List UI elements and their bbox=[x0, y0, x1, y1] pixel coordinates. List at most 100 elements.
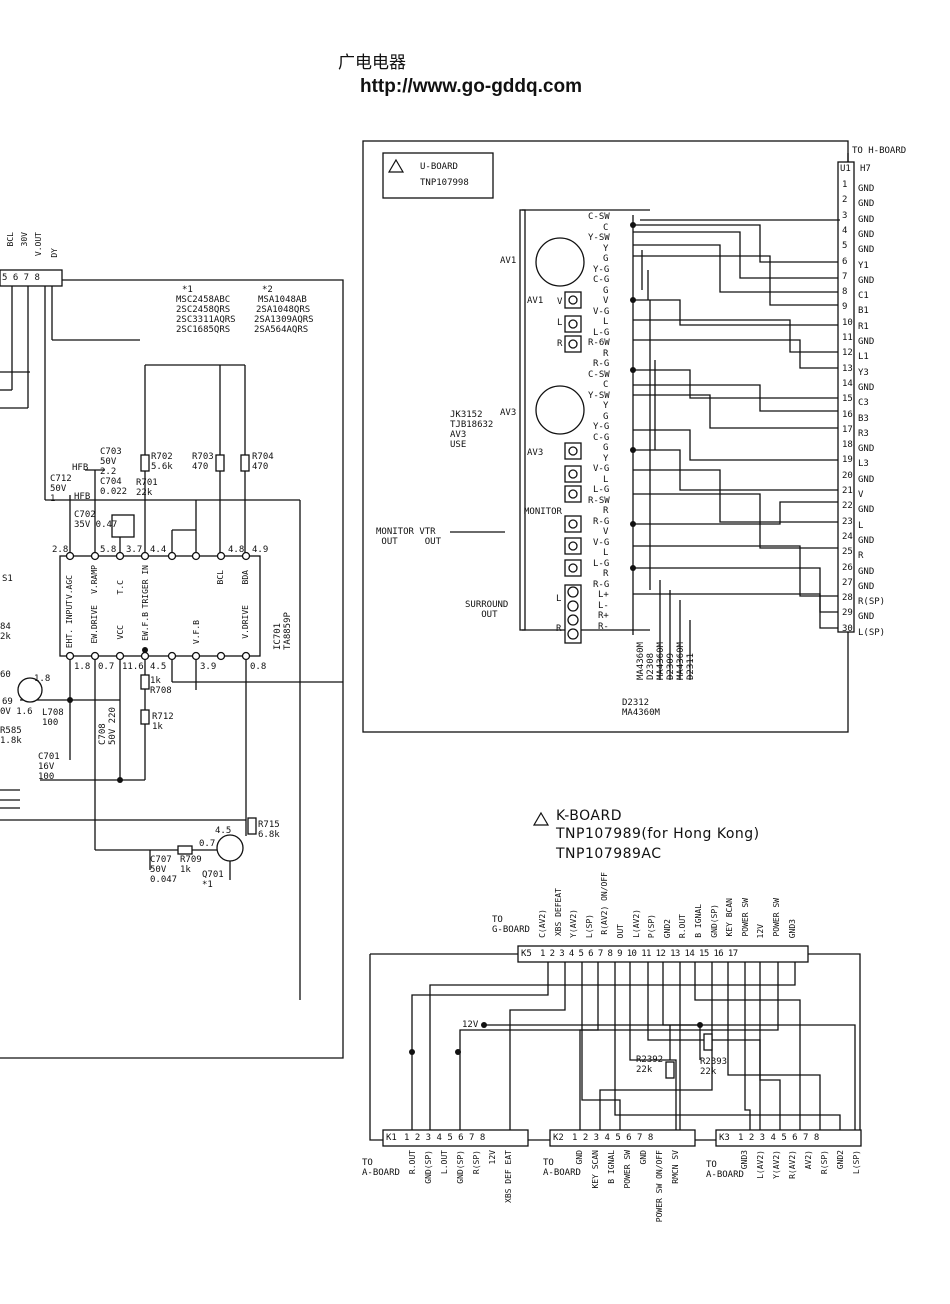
jack-signal-label: Y bbox=[603, 243, 609, 254]
q701-transistor bbox=[216, 834, 244, 862]
u1-pin-label: B3 bbox=[858, 413, 869, 424]
k1-pin-label: 12V bbox=[488, 1150, 497, 1165]
ic701-name: IC701 TA8859P bbox=[273, 612, 293, 650]
u1-pin-number: 14 bbox=[842, 378, 853, 389]
diode-d2311: MA4360M D2311 bbox=[676, 642, 696, 680]
r2392-label: R2392 22k bbox=[636, 1055, 664, 1075]
jack-l-1: L bbox=[557, 318, 563, 328]
k3-connector bbox=[715, 1129, 862, 1147]
c703-label: C703 50V 2.2 bbox=[100, 447, 122, 477]
u1-pin-label: GND bbox=[858, 337, 875, 347]
k1-connector bbox=[382, 1129, 529, 1147]
u1-pin-number: 1 bbox=[842, 180, 848, 190]
misc-69: 69 bbox=[2, 697, 13, 707]
u1-pin-number: 12 bbox=[842, 348, 853, 359]
u1-pin-label: B1 bbox=[858, 306, 869, 317]
ic-pin-vfb: V.F.B bbox=[192, 620, 201, 645]
c707-label: C707 50V 0.047 bbox=[150, 855, 178, 885]
k5-pin-label: POWER SW bbox=[740, 898, 750, 937]
jack-signal-label: C-G bbox=[593, 432, 610, 443]
jack-signal-label: R-G bbox=[593, 516, 610, 527]
u1-pin-label: GND bbox=[858, 382, 875, 393]
u1-pin-label: C3 bbox=[858, 398, 869, 409]
left-board-frame bbox=[0, 279, 344, 1059]
u-board-warning-icon bbox=[387, 158, 405, 173]
note1-line-2: 2SC2458QRS bbox=[176, 305, 231, 315]
u1-pin-number: 4 bbox=[842, 225, 848, 236]
jack-signal-label: Y-SW bbox=[588, 233, 610, 243]
u1-pin-number: 30 bbox=[842, 623, 853, 634]
u1-pin-number: 3 bbox=[842, 210, 848, 221]
jack-v-1: V bbox=[557, 297, 563, 307]
c701-label: C701 16V 100 bbox=[38, 752, 60, 782]
q701-volt-1: 4.5 bbox=[215, 826, 232, 836]
ic-pin-ew-drive: EW.DRIVE bbox=[90, 605, 99, 644]
av3-sdin-jack bbox=[535, 385, 585, 435]
note2-line-2: 2SA1048QRS bbox=[256, 305, 311, 315]
note2-line-4: 2SA564AQRS bbox=[254, 325, 309, 335]
k2-pin-label: KEY SCAN bbox=[591, 1150, 600, 1189]
jack-signal-label: R+ bbox=[598, 611, 609, 621]
top-pin-30v: 30V bbox=[20, 232, 29, 247]
jack-signal-label: R-G bbox=[593, 359, 610, 369]
top-pin-connector bbox=[0, 269, 63, 287]
u1-pin-label: GND bbox=[858, 245, 875, 256]
jack-signal-label: G bbox=[603, 443, 609, 453]
jack-signal-label: R bbox=[603, 348, 609, 359]
jack-signal-label: V-G bbox=[593, 306, 610, 317]
misc-1-8: 1.8 bbox=[34, 674, 51, 684]
u1-pin-label: R3 bbox=[858, 428, 869, 439]
misc-60: 60 bbox=[0, 670, 11, 680]
ic-pin-vdrive: V.DRIVE bbox=[241, 605, 250, 639]
ic-volt-top-5: 4.8 bbox=[228, 545, 245, 555]
surround-out: SURROUND OUT bbox=[465, 600, 509, 620]
header-url: http://www.go-gddq.com bbox=[360, 76, 582, 97]
jack-signal-label: L-G bbox=[593, 327, 610, 338]
ic-volt-top-6: 4.9 bbox=[252, 545, 269, 555]
u1-pin-number: 9 bbox=[842, 302, 848, 313]
jack-signal-label: Y bbox=[603, 401, 609, 411]
jack-signal-label: Y-SW bbox=[588, 390, 610, 401]
ic-volt-bot-4: 4.5 bbox=[150, 662, 167, 672]
r703-label: R703 470 bbox=[192, 452, 214, 472]
r2393-label: R2393 22k bbox=[700, 1057, 728, 1077]
diode-d2309: MA4360M D2309 bbox=[656, 642, 676, 680]
note1-line-3: 2SC3311AQRS bbox=[176, 315, 236, 325]
u1-pin-label: GND bbox=[858, 474, 875, 485]
monitor-label: MONITOR bbox=[524, 507, 562, 517]
jack-l-surround: L bbox=[556, 594, 562, 604]
jack-signal-label: L-G bbox=[593, 558, 610, 569]
jack-signal-label: Y bbox=[603, 453, 609, 464]
u1-pin-label: R(SP) bbox=[858, 597, 886, 608]
u1-pin-number: 7 bbox=[842, 271, 848, 282]
jack-signal-label: G bbox=[603, 411, 609, 422]
k2-pin-label: POWER SW bbox=[623, 1150, 632, 1189]
k1-pin-label: R(SP) bbox=[472, 1150, 481, 1175]
u1-pin-number: 28 bbox=[842, 593, 853, 604]
k3-pin-label: Y(AV2) bbox=[772, 1150, 781, 1179]
u1-pin-number: 15 bbox=[842, 394, 853, 405]
s1-label: S1 bbox=[2, 574, 13, 584]
u1-connector bbox=[837, 161, 855, 633]
u1-pin-label: GND bbox=[858, 275, 875, 286]
k3-pin-label: L(AV2) bbox=[756, 1150, 765, 1179]
ic701-body bbox=[59, 555, 261, 657]
k5-pin-label: L(SP) bbox=[584, 914, 594, 939]
u1-pin-number: 16 bbox=[842, 409, 853, 420]
k1-pin-label: GND(SP) bbox=[456, 1150, 465, 1184]
k-board-part-1: TNP107989(for Hong Kong) bbox=[556, 826, 760, 842]
misc-2k: 2k bbox=[0, 632, 11, 642]
u1-pin-label: R bbox=[858, 551, 864, 562]
diode-d2308: MA4360M D2308 bbox=[636, 642, 656, 680]
u1-pin-label: GND bbox=[858, 505, 875, 516]
note2-line-3: 2SA1309AQRS bbox=[254, 315, 314, 325]
u1-pin-label: GND bbox=[858, 612, 875, 623]
k5-pin-label: Y(AV2) bbox=[569, 908, 579, 938]
c702-label: C702 35V 0.47 bbox=[74, 510, 118, 530]
top-pin-vout: V.OUT bbox=[34, 232, 43, 257]
jack-signal-label: R- bbox=[598, 621, 609, 632]
u1-pin-label: C1 bbox=[858, 291, 869, 302]
jack-signal-label: L bbox=[603, 317, 609, 327]
u1-pin-number: 21 bbox=[842, 486, 853, 496]
k3-to-a-board: TO A-BOARD bbox=[706, 1160, 744, 1180]
